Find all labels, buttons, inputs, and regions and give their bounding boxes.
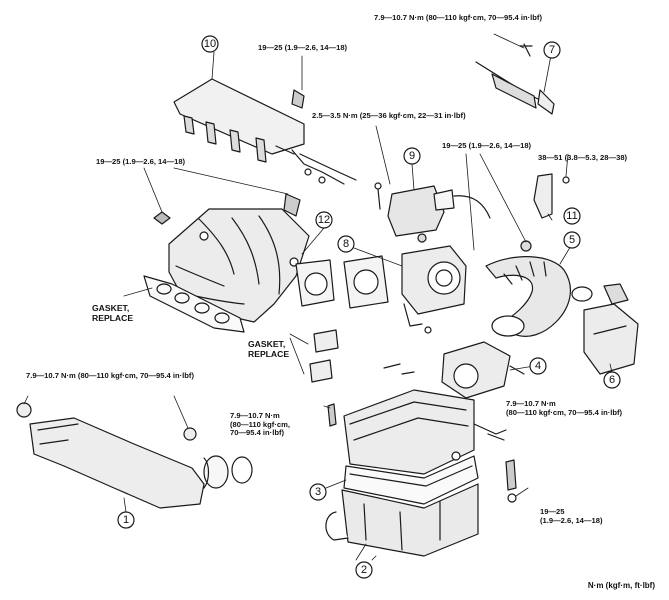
- fuel-rail-injectors: [173, 78, 357, 185]
- torque-label-spacer-line-3: 70—95.4 in·lbf): [230, 428, 285, 438]
- torque-label-spacer: 7.9—10.7 N·m (80—110 kgf·cm, 70—95.4 in·…: [230, 411, 290, 438]
- callout-8: 8: [342, 238, 350, 250]
- gasket-caption-throttle-line-1: GASKET,: [248, 339, 286, 349]
- callout-10: 10: [203, 38, 217, 50]
- gasket-caption-manifold: GASKET, REPLACE: [92, 303, 134, 324]
- torque-label-idle-valve: 2.5—3.5 N·m (25—36 kgf·cm, 22—31 in·lbf): [312, 111, 466, 120]
- exploded-view-diagram: 7.9—10.7 N·m (80—110 kgf·cm, 70—95.4 in·…: [4, 4, 663, 594]
- leader-lines: [23, 33, 613, 561]
- gasket-caption-throttle: GASKET, REPLACE: [248, 339, 290, 360]
- torque-label-manifold: 19—25 (1.9—2.6, 14—18): [96, 157, 186, 166]
- torque-label-throttle-body: 19—25 (1.9—2.6, 14—18): [442, 141, 532, 150]
- torque-label-bracket: 38—51 (3.8—5.3, 28—38): [538, 153, 628, 162]
- callout-11: 11: [566, 210, 578, 222]
- callout-1: 1: [122, 514, 130, 526]
- diagram-drawing: [16, 33, 639, 579]
- gasket-caption-manifold-line-2: REPLACE: [92, 312, 134, 323]
- callout-3: 3: [314, 486, 322, 498]
- air-intake-hose: [485, 256, 593, 337]
- small-bracket: [533, 173, 570, 219]
- torque-label-spacer-line-2: (80—110 kgf·cm,: [230, 419, 290, 429]
- callout-9: 9: [408, 150, 416, 162]
- torque-label-air-cleaner: 19—25 (1.9—2.6, 14—18): [540, 507, 603, 525]
- gasket-caption-throttle-line-2: REPLACE: [248, 348, 290, 359]
- resonator: [583, 283, 639, 375]
- torque-label-intake-duct: 7.9—10.7 N·m (80—110 kgf·cm, 70—95.4 in·…: [26, 371, 194, 380]
- air-cleaner-assembly: [325, 389, 507, 557]
- torque-label-fuel-rail: 19—25 (1.9—2.6, 14—18): [258, 43, 348, 52]
- torque-label-accel-bracket: 7.9—10.7 N·m (80—110 kgf·cm, 70—95.4 in·…: [374, 13, 542, 22]
- callout-5: 5: [568, 234, 576, 246]
- gasket-caption-manifold-line-1: GASKET,: [92, 303, 130, 313]
- callout-2: 2: [360, 564, 368, 576]
- callout-7: 7: [548, 44, 556, 56]
- callout-12: 12: [317, 214, 331, 226]
- intake-duct: [16, 402, 253, 509]
- fastener-bolts: [327, 233, 532, 503]
- torque-label-airflow-meter-line-2: (80—110 kgf·cm, 70—95.4 in·lbf): [506, 407, 623, 417]
- torque-label-air-cleaner-line-1: 19—25: [540, 507, 565, 516]
- callout-4: 4: [534, 360, 542, 372]
- torque-label-airflow-meter: 7.9—10.7 N·m (80—110 kgf·cm, 70—95.4 in·…: [506, 399, 623, 417]
- callout-6: 6: [608, 374, 616, 386]
- cable-bracket: [475, 43, 555, 115]
- callout-circles: [117, 35, 621, 579]
- units-note: N·m (kgf·m, ft·lbf): [587, 580, 655, 590]
- intake-manifold: [153, 193, 310, 323]
- throttle-body: [374, 182, 491, 327]
- torque-label-airflow-meter-line-1: 7.9—10.7 N·m: [506, 399, 556, 408]
- torque-label-spacer-line-1: 7.9—10.7 N·m: [230, 411, 280, 420]
- airflow-meter: [423, 341, 525, 399]
- spacer-plates: [295, 255, 389, 383]
- torque-label-air-cleaner-line-2: (1.9—2.6, 14—18): [540, 515, 603, 525]
- manifold-gasket: [143, 275, 245, 333]
